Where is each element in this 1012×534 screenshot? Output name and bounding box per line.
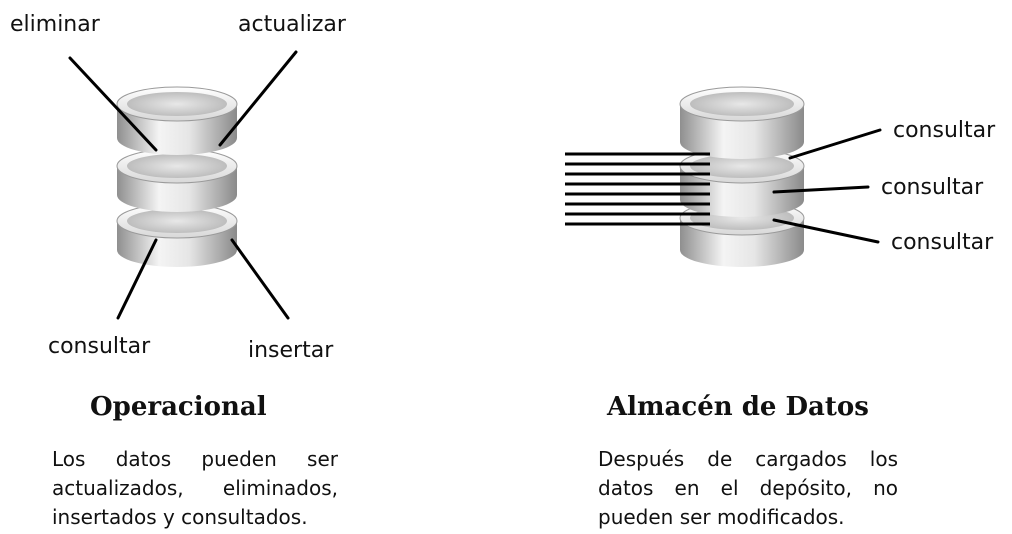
leader-line-consultar-2 [772, 185, 870, 194]
data-load-lines [565, 152, 710, 226]
description-warehouse-line: datos en el depósito, no [598, 476, 898, 500]
leader-line-actualizar [218, 50, 298, 147]
title-operational: Operacional [90, 392, 267, 422]
label-consultar-warehouse-1: consultar [893, 118, 996, 143]
description-operational: Los datos pueden ser actualizados, elimi… [52, 445, 338, 532]
label-consultar-operational: consultar [48, 334, 151, 359]
warehouse-disk-top [679, 86, 805, 159]
leader-line-eliminar [68, 56, 158, 152]
leader-line-insertar [230, 238, 290, 320]
label-eliminar: eliminar [10, 12, 100, 37]
description-operational-line: actualizados, eliminados, [52, 476, 338, 500]
operational-disk-bottom [116, 203, 238, 267]
description-operational-line: Los datos pueden ser [52, 447, 338, 471]
leader-line-consultar-3 [772, 218, 880, 244]
warehouse-disk-middle [679, 148, 805, 217]
description-warehouse-line: Después de cargados los [598, 447, 898, 471]
label-insertar: insertar [248, 338, 334, 363]
label-consultar-warehouse-3: consultar [891, 230, 994, 255]
description-warehouse-line: pueden ser modificados. [598, 505, 845, 529]
label-actualizar: actualizar [238, 12, 346, 37]
description-operational-line: insertados y consultados. [52, 505, 308, 529]
description-warehouse: Después de cargados los datos en el depó… [598, 445, 898, 532]
label-consultar-warehouse-2: consultar [881, 175, 984, 200]
warehouse-database-icon [679, 86, 805, 267]
leader-line-consultar-op [116, 238, 158, 320]
operational-disk-middle [116, 148, 238, 212]
title-warehouse: Almacén de Datos [607, 392, 869, 422]
leader-line-consultar-1 [788, 128, 882, 160]
operational-database-icon [116, 86, 238, 267]
